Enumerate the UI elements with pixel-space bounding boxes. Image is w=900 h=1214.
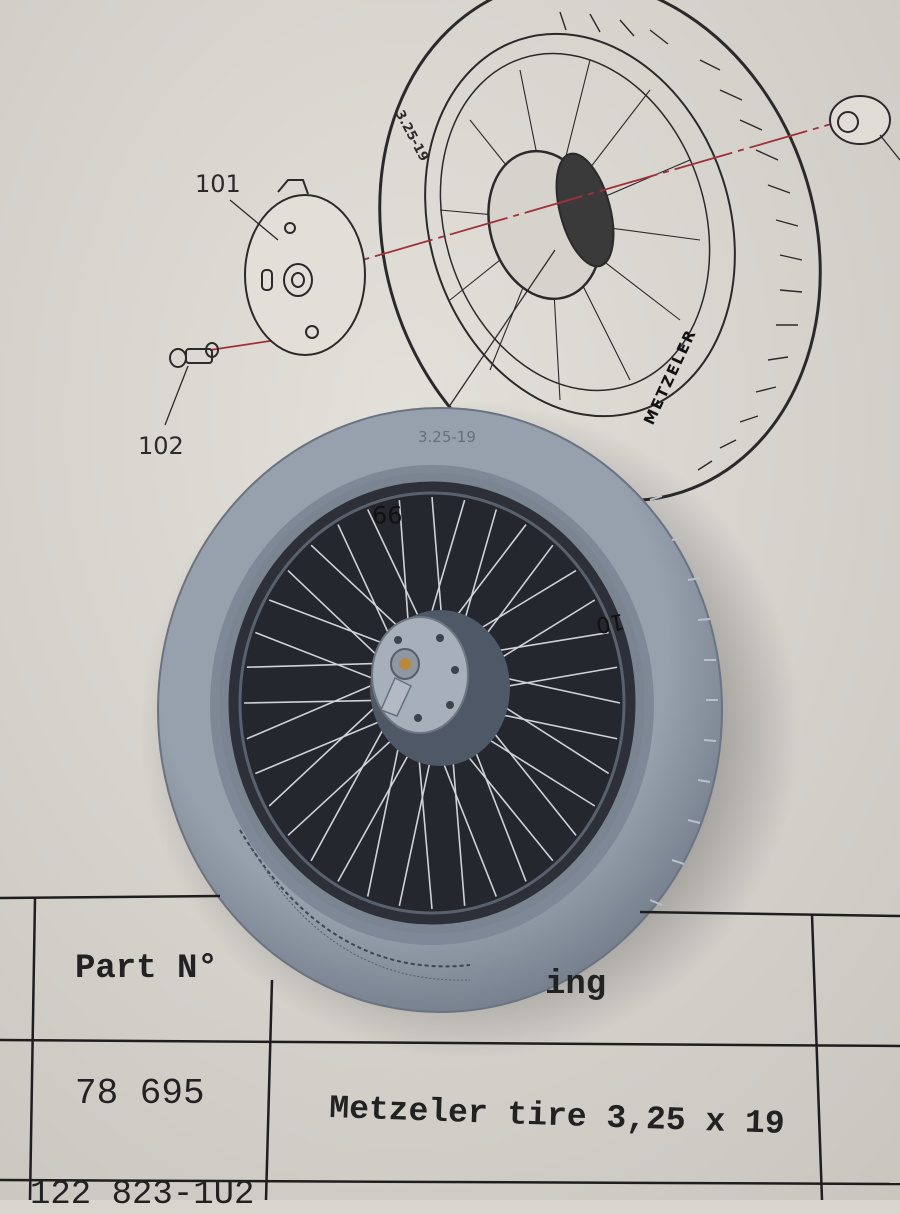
drawn-tread [559, 11, 803, 471]
callout-102: 102 [138, 432, 184, 460]
spoke [255, 712, 400, 775]
spoke [246, 676, 391, 740]
table-header-designation: ing [545, 966, 607, 1004]
leader-102 [164, 365, 189, 426]
brake-arm [379, 676, 412, 717]
spoke [310, 706, 397, 862]
sidewall-size-text: 3.25-19 [418, 428, 476, 446]
part-no-cell: 78 695 [75, 1073, 205, 1114]
spoke-marker-10: 10 [594, 607, 626, 638]
callout-101: 101 [195, 170, 241, 198]
spoke [246, 662, 396, 669]
model-tread [649, 495, 718, 906]
axle-brass [399, 658, 411, 670]
hub-cap-part [829, 95, 900, 161]
spoke [268, 692, 392, 807]
spoke-marker-99: 99 [372, 500, 403, 528]
leader-101 [229, 199, 279, 241]
exploded-diagram [164, 0, 900, 503]
leader-hub [439, 249, 556, 421]
axle-line [299, 119, 846, 279]
part-no-cell-2: 122 823-1U2 [30, 1176, 255, 1214]
drawn-tire-inner [424, 32, 736, 418]
spoke [255, 631, 391, 686]
brake-plate-101 [244, 194, 366, 356]
parts-table-grid [0, 894, 900, 1200]
table-header-part-no: Part N° [75, 950, 218, 988]
sidewall-lettering [239, 829, 471, 968]
model-wheel [157, 407, 723, 1013]
bolt-102 [169, 342, 219, 368]
spoke [243, 699, 393, 704]
